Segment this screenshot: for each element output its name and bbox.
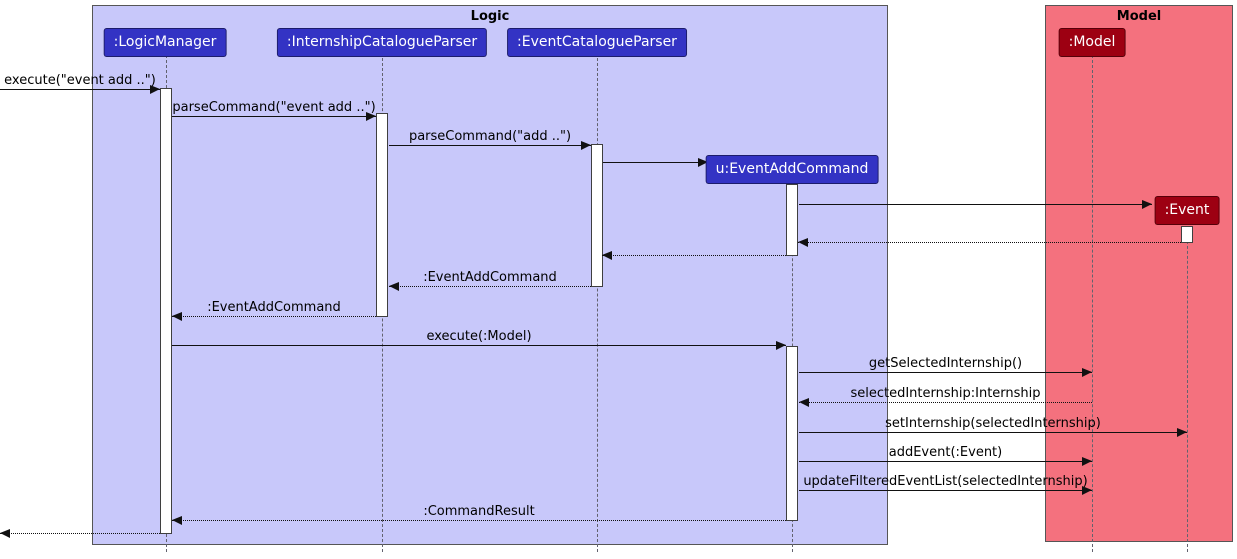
arrowhead-icon (1082, 486, 1092, 495)
activation-event-catalogue-parser (591, 144, 603, 287)
arrowhead-icon (798, 238, 808, 247)
message-label: :CommandResult (423, 504, 535, 519)
message-command-result: :CommandResult (172, 501, 786, 525)
message-label: execute(:Model) (426, 329, 532, 344)
arrowhead-icon (698, 158, 708, 167)
arrowhead-icon (1082, 457, 1092, 466)
message-line (799, 490, 1092, 491)
message-return-event-add-command-1: :EventAddCommand (389, 267, 591, 291)
lifeline-event (1187, 226, 1188, 552)
logic-frame-title: Logic (470, 9, 510, 24)
message-execute-model: execute(:Model) (172, 326, 786, 350)
arrowhead-icon (1177, 428, 1187, 437)
activation-event-add-command-execute (786, 346, 798, 521)
message-line (799, 204, 1152, 205)
message-line (389, 286, 591, 287)
message-label: :EventAddCommand (423, 270, 557, 285)
activation-event-add-command-create (786, 184, 798, 256)
message-create-event (799, 185, 1152, 209)
message-label: parseCommand("add ..") (408, 129, 572, 144)
message-line (172, 520, 786, 521)
message-line (0, 533, 160, 534)
message-label: setInternship(selectedInternship) (885, 416, 1101, 431)
message-label: execute("event add ..") (4, 73, 156, 88)
message-update-filtered-event-list: updateFilteredEventList(selectedInternsh… (799, 471, 1092, 495)
activation-logic-manager (160, 88, 172, 534)
message-set-internship: setInternship(selectedInternship) (799, 413, 1187, 437)
arrowhead-icon (150, 85, 160, 94)
participant-logic-manager: :LogicManager (103, 28, 227, 57)
participant-event: :Event (1154, 196, 1220, 225)
message-final-return (0, 514, 160, 538)
participant-event-catalogue-parser: :EventCatalogueParser (507, 28, 687, 57)
message-label: updateFilteredEventList(selectedInternsh… (803, 474, 1088, 489)
message-line (172, 345, 786, 346)
message-return-event-add-command-2: :EventAddCommand (172, 297, 376, 321)
logic-frame: Logic (92, 5, 888, 545)
activation-internship-catalogue-parser (376, 113, 388, 317)
message-line (799, 432, 1187, 433)
message-label: getSelectedInternship() (868, 356, 1023, 371)
model-frame: Model (1045, 5, 1233, 542)
message-selected-internship: selectedInternship:Internship (799, 383, 1092, 407)
message-label: parseCommand("event add ..") (172, 100, 376, 115)
message-line (799, 372, 1092, 373)
message-add-event: addEvent(:Event) (799, 442, 1092, 466)
activation-event (1181, 226, 1193, 243)
message-execute: execute("event add ..") (0, 70, 160, 94)
arrowhead-icon (389, 282, 399, 291)
message-line (172, 316, 376, 317)
message-parse-command-event-add: parseCommand("event add ..") (172, 97, 376, 121)
message-return-to-event-parser (602, 236, 786, 260)
message-create-event-add-command (603, 143, 708, 167)
message-label: selectedInternship:Internship (850, 386, 1041, 401)
model-frame-title: Model (1116, 9, 1162, 24)
arrowhead-icon (1082, 368, 1092, 377)
participant-event-add-command: u:EventAddCommand (705, 155, 879, 184)
message-line (799, 402, 1092, 403)
message-get-selected-internship: getSelectedInternship() (799, 353, 1092, 377)
message-line (798, 242, 1181, 243)
message-parse-command-add: parseCommand("add ..") (389, 126, 591, 150)
lifeline-model (1092, 55, 1093, 552)
message-line (799, 461, 1092, 462)
arrowhead-icon (581, 141, 591, 150)
arrowhead-icon (366, 112, 376, 121)
message-line (389, 145, 591, 146)
arrowhead-icon (776, 341, 786, 350)
lifeline-event-catalogue-parser (597, 53, 598, 552)
arrowhead-icon (172, 516, 182, 525)
arrowhead-icon (172, 312, 182, 321)
arrowhead-icon (1142, 200, 1152, 209)
message-label: addEvent(:Event) (888, 445, 1003, 460)
participant-model: :Model (1058, 28, 1126, 57)
arrowhead-icon (799, 398, 809, 407)
message-line (602, 255, 786, 256)
message-line (603, 162, 708, 163)
arrowhead-icon (0, 529, 10, 538)
message-label: :EventAddCommand (207, 300, 341, 315)
message-line (0, 89, 160, 90)
participant-internship-catalogue-parser: :InternshipCatalogueParser (276, 28, 488, 57)
arrowhead-icon (602, 251, 612, 260)
message-return-from-event (798, 223, 1181, 247)
message-line (172, 116, 376, 117)
